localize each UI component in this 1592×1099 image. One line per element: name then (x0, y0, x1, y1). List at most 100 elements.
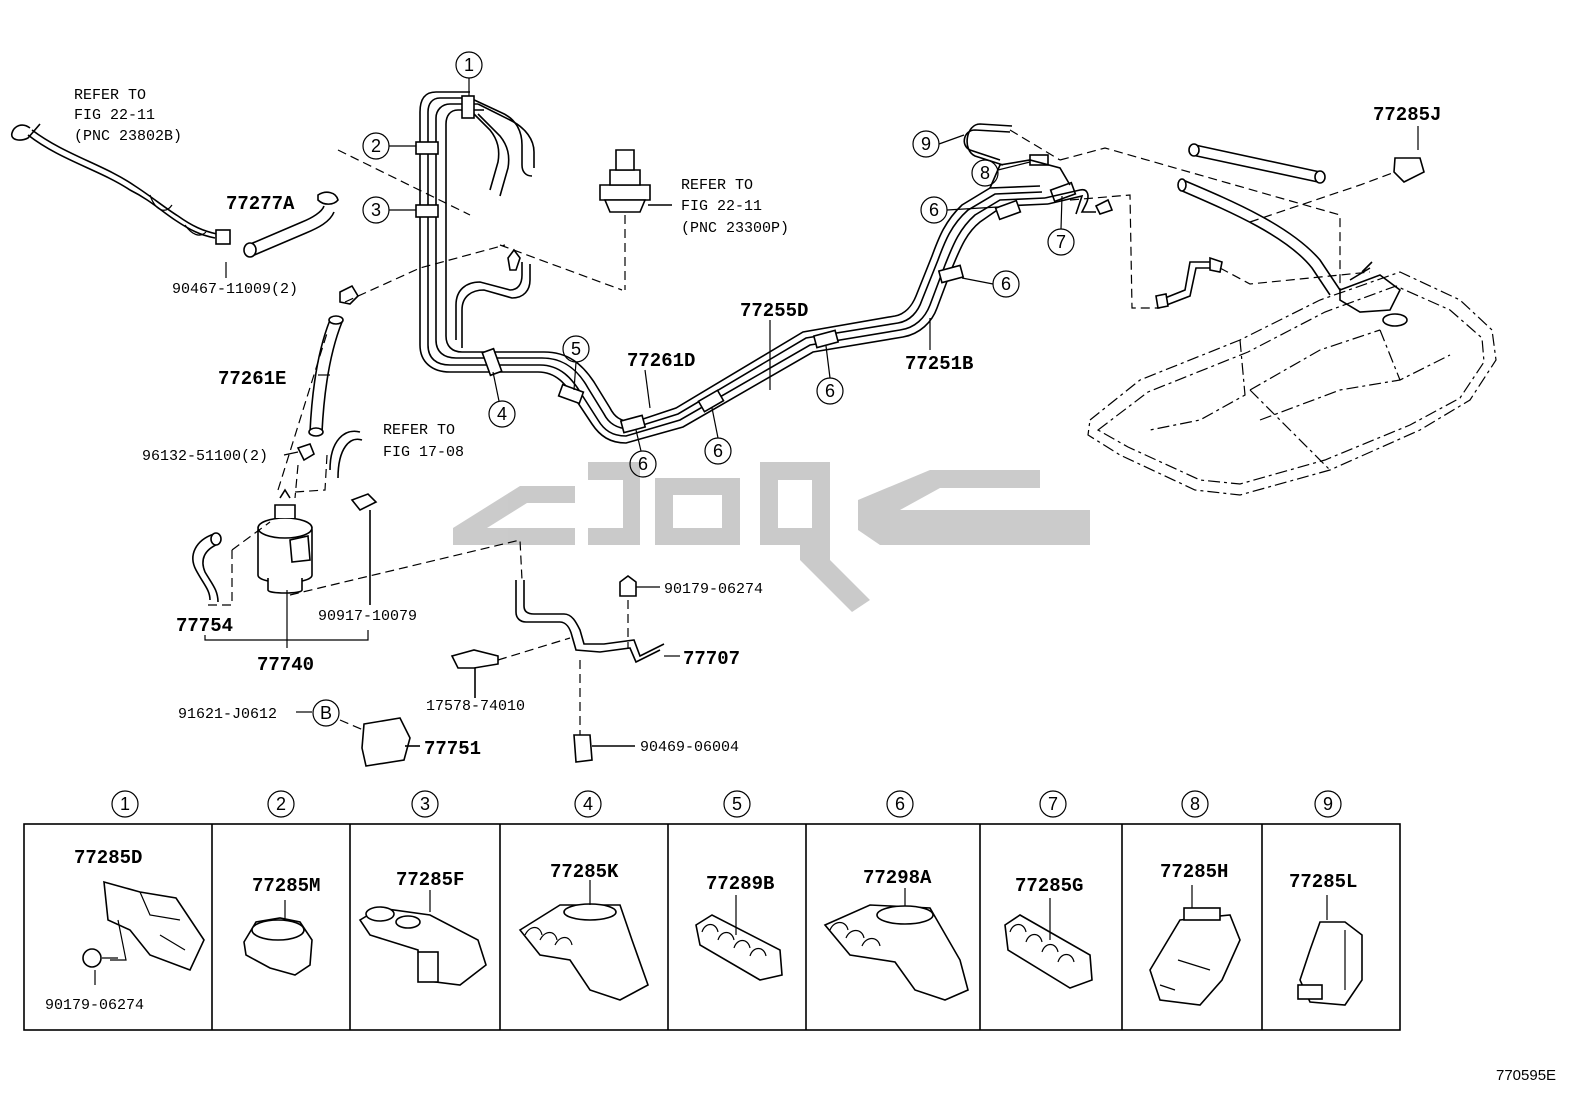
svg-text:6: 6 (895, 794, 905, 814)
callout-3: 3 (362, 196, 416, 224)
callout-8: 8 (971, 159, 1031, 187)
svg-text:REFER TO: REFER TO (74, 87, 146, 104)
svg-text:6: 6 (825, 381, 835, 401)
label-77740: 77740 (257, 654, 314, 676)
svg-text:FIG 22-11: FIG 22-11 (681, 198, 762, 215)
table-cell-1-extra: 90179-06274 (45, 997, 144, 1014)
bracket-77751 (361, 717, 420, 767)
svg-text:8: 8 (1190, 794, 1200, 814)
label-77277a: 77277A (226, 193, 295, 215)
svg-text:7: 7 (1056, 232, 1066, 252)
table-header-2: 2 (267, 790, 295, 818)
label-90467: 90467-11009(2) (172, 281, 298, 298)
callout-6a: 6 (629, 429, 657, 478)
illustration-number: 770595E (1496, 1067, 1556, 1084)
label-77261e: 77261E (218, 368, 286, 390)
svg-text:5: 5 (732, 794, 742, 814)
clip-77285f-drawing (358, 890, 487, 986)
refer-note-center-top: REFER TO FIG 22-11 (PNC 23300P) (681, 177, 789, 237)
svg-text:(PNC 23802B): (PNC 23802B) (74, 128, 182, 145)
canister-77740 (257, 488, 313, 594)
callout-9: 9 (912, 130, 965, 158)
callout-markers: 1 2 3 4 5 6 6 6 6 6 7 8 9 B (312, 51, 1075, 727)
svg-text:7: 7 (1048, 794, 1058, 814)
clip-77289b-drawing (695, 895, 783, 981)
callout-1: 1 (455, 51, 483, 96)
label-90917: 90917-10079 (318, 608, 417, 625)
table-header-8: 8 (1181, 790, 1209, 818)
label-77251b: 77251B (905, 353, 973, 375)
label-17578: 17578-74010 (426, 698, 525, 715)
svg-text:FIG 22-11: FIG 22-11 (74, 107, 155, 124)
svg-text:(PNC 23300P): (PNC 23300P) (681, 220, 789, 237)
svg-text:2: 2 (276, 794, 286, 814)
table-header-3: 3 (411, 790, 439, 818)
svg-text:9: 9 (1323, 794, 1333, 814)
clip-77285k-drawing (518, 880, 649, 1001)
callout-4: 4 (488, 371, 516, 428)
fuel-tube-bundle (415, 91, 1114, 444)
clip-77285g-drawing (1004, 898, 1093, 989)
table-header-9: 9 (1314, 790, 1342, 818)
sensor-wire-assembly (10, 123, 231, 245)
label-77751: 77751 (424, 738, 481, 760)
clip-77285m-drawing (243, 900, 313, 976)
svg-text:5: 5 (571, 339, 581, 359)
svg-text:6: 6 (713, 441, 723, 461)
callout-6e: 6 (920, 196, 999, 224)
filler-hoses-right (1009, 129, 1425, 309)
label-90179-main: 90179-06274 (664, 581, 763, 598)
label-90469: 90469-06004 (640, 739, 739, 756)
bracket-assembly-77707 (450, 575, 665, 763)
table-cell-4-part: 77285K (550, 861, 619, 883)
table-cell-7-part: 77285G (1015, 875, 1083, 897)
table-cell-6-part: 77298A (863, 867, 932, 889)
refer-note-left-mid: REFER TO FIG 17-08 (383, 422, 464, 461)
table-cell-2-part: 77285M (252, 875, 320, 897)
table-cell-1-part: 77285D (74, 847, 142, 869)
label-77261d: 77261D (627, 350, 695, 372)
callout-6c: 6 (816, 345, 844, 405)
svg-text:9: 9 (921, 134, 931, 154)
leader-dashes-left (205, 149, 623, 733)
clip-77285h-drawing (1149, 885, 1241, 1006)
svg-text:FIG 17-08: FIG 17-08 (383, 444, 464, 461)
label-77707: 77707 (683, 648, 740, 670)
clip-77285l-drawing (1297, 895, 1363, 1006)
table-header-6: 6 (886, 790, 914, 818)
clip-77298a-drawing (823, 888, 969, 1001)
callout-7: 7 (1047, 195, 1075, 256)
table-header-5: 5 (723, 790, 751, 818)
valve-90917 (350, 493, 378, 605)
table-cell-9-part: 77285L (1289, 871, 1357, 893)
clip-table: 1 2 3 4 5 6 7 8 9 77285D 90179-06274 772… (23, 790, 1401, 1031)
svg-text:B: B (320, 703, 332, 723)
refer-note-left-top: REFER TO FIG 22-11 (PNC 23802B) (74, 87, 182, 145)
label-77255d: 77255D (740, 300, 808, 322)
table-cell-8-part: 77285H (1160, 861, 1228, 883)
label-leaders (204, 126, 1419, 713)
vent-hose (329, 430, 363, 479)
table-header-4: 4 (574, 790, 602, 818)
svg-text:6: 6 (929, 200, 939, 220)
label-77285j: 77285J (1373, 104, 1441, 126)
hose-77754 (192, 532, 222, 603)
svg-text:REFER TO: REFER TO (383, 422, 455, 439)
svg-text:1: 1 (120, 794, 130, 814)
watermark-logo (453, 462, 1090, 612)
svg-text:4: 4 (583, 794, 593, 814)
svg-text:4: 4 (497, 404, 507, 424)
table-cell-3-part: 77285F (396, 869, 464, 891)
label-91621: 91621-J0612 (178, 706, 277, 723)
label-96132: 96132-51100(2) (142, 448, 268, 465)
callout-b: B (312, 699, 340, 727)
fuel-tank (1087, 261, 1497, 496)
label-77754: 77754 (176, 615, 233, 637)
callout-6d: 6 (961, 270, 1020, 298)
table-header-1: 1 (111, 790, 139, 818)
clip-77285d-drawing (82, 880, 205, 985)
svg-text:6: 6 (638, 454, 648, 474)
svg-text:2: 2 (371, 136, 381, 156)
svg-text:6: 6 (1001, 274, 1011, 294)
